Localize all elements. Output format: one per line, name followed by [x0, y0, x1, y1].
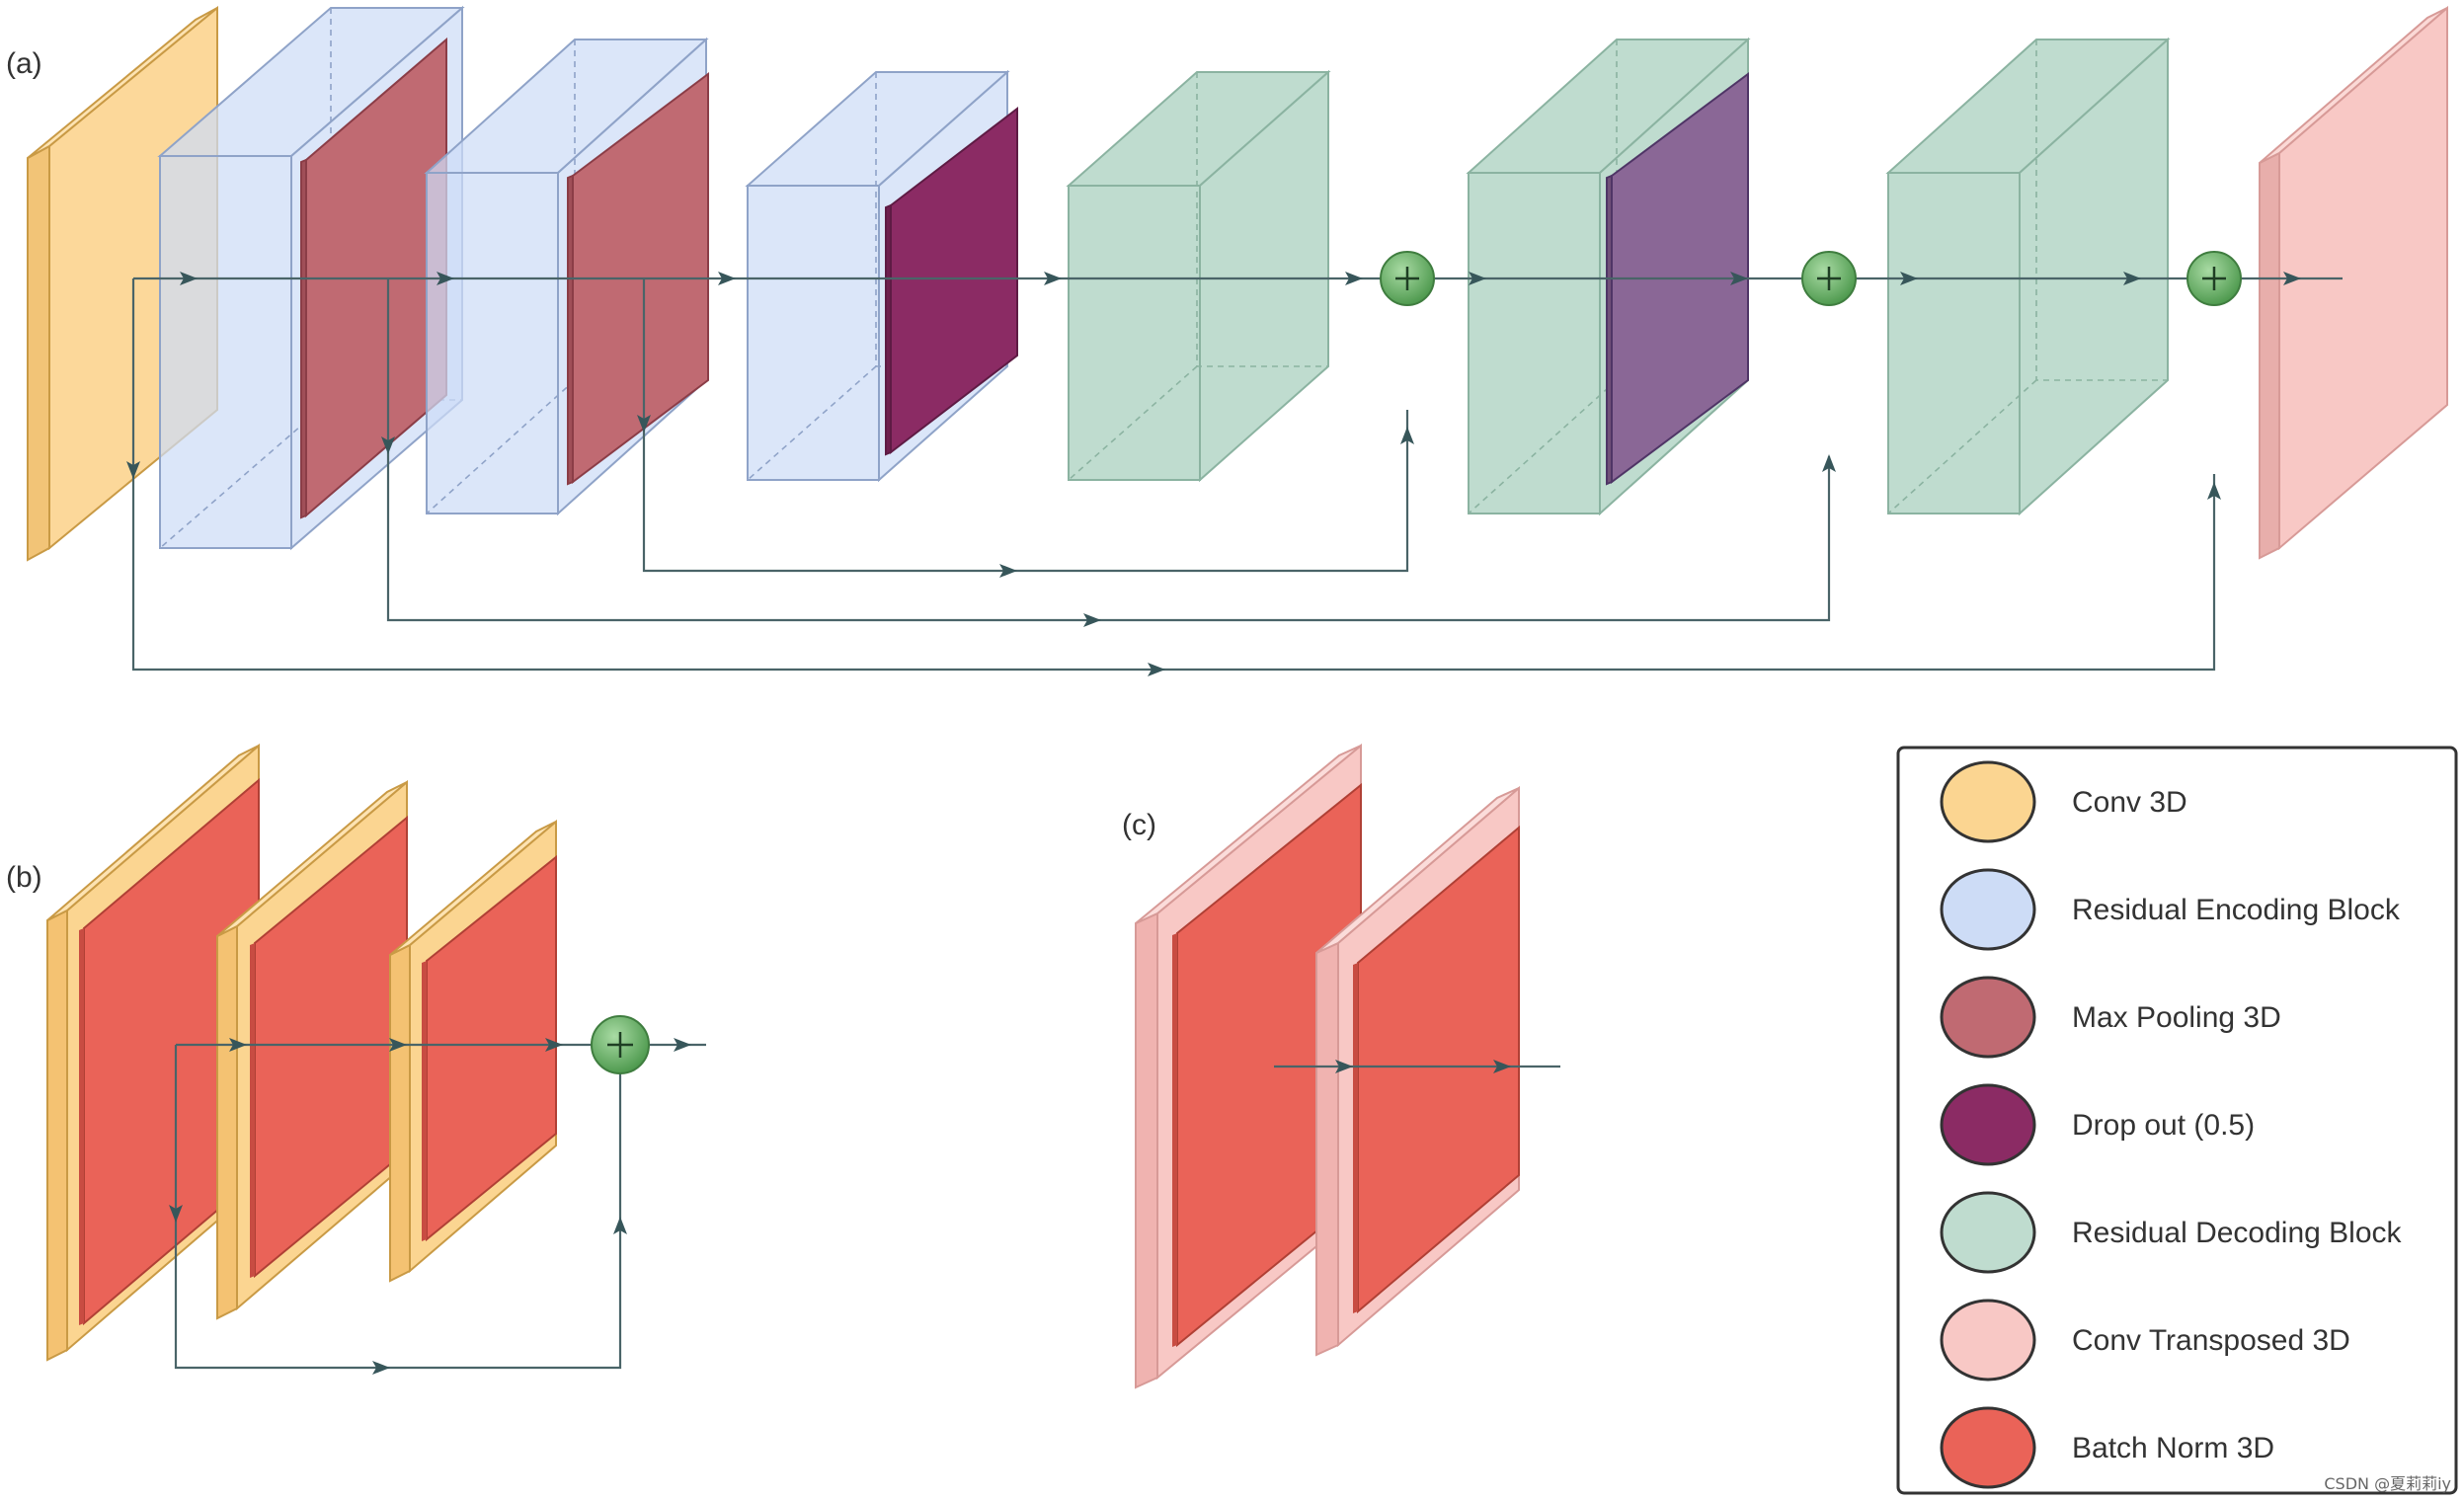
legend-label: Conv Transposed 3D — [2072, 1324, 2350, 1357]
legend-swatch — [1940, 1299, 2036, 1382]
legend-swatch — [1940, 868, 2036, 951]
legend-item-residual-encoding-block: Residual Encoding Block — [1940, 868, 2401, 951]
residual-decoding-block-3 — [1885, 37, 2171, 516]
sum-node-b — [591, 1015, 650, 1074]
legend-item-batch-norm-3d: Batch Norm 3D — [1940, 1406, 2274, 1489]
legend-label: Batch Norm 3D — [2072, 1432, 2274, 1464]
flow-arrow — [1044, 272, 1062, 285]
legend-swatch — [1940, 1191, 2036, 1274]
residual-unit-slab-3 — [389, 819, 557, 1283]
panel-c-flow — [1274, 1060, 1560, 1073]
flow-arrow — [1345, 272, 1363, 285]
skip-connection-2 — [381, 278, 1836, 627]
panel-c: (c) — [1122, 743, 1560, 1389]
legend-label: Conv 3D — [2072, 786, 2187, 819]
residual-decoding-block-1 — [1066, 69, 1331, 483]
flow-arrow — [1469, 272, 1486, 285]
skip-connection-3 — [126, 278, 2221, 676]
legend-item-conv-3d: Conv 3D — [1940, 760, 2187, 843]
main-flow-path — [133, 272, 2343, 285]
flow-arrow — [437, 272, 454, 285]
legend-item-drop-out-0-5: Drop out (0.5) — [1940, 1083, 2255, 1166]
legend-item-conv-transposed-3d: Conv Transposed 3D — [1940, 1299, 2350, 1382]
panel-c-label: (c) — [1122, 809, 1156, 841]
residual-unit-slab-1 — [46, 743, 260, 1362]
skip-connection-1 — [637, 278, 1414, 578]
conv-transposed-layer-output — [2259, 5, 2448, 560]
dropout-layer — [885, 106, 1018, 456]
flow-arrow — [1730, 272, 1748, 285]
panel-b: (b) — [6, 743, 706, 1375]
sum-node-2 — [1801, 251, 1857, 306]
legend-label: Residual Decoding Block — [2072, 1217, 2403, 1249]
legend-swatch — [1940, 976, 2036, 1059]
legend-label: Max Pooling 3D — [2072, 1001, 2281, 1034]
flow-arrow — [2123, 272, 2141, 285]
panel-a-label: (a) — [6, 47, 42, 80]
flow-arrow — [180, 272, 198, 285]
legend-item-max-pooling-3d: Max Pooling 3D — [1940, 976, 2281, 1059]
legend-item-residual-decoding-block: Residual Decoding Block — [1940, 1191, 2403, 1274]
legend-swatch — [1940, 760, 2036, 843]
transposed-unit-slab-1 — [1135, 743, 1362, 1389]
panel-b-label: (b) — [6, 861, 42, 894]
flow-arrow — [718, 272, 736, 285]
sum-node-1 — [1380, 251, 1435, 306]
legend-label: Residual Encoding Block — [2072, 894, 2401, 926]
panel-a: (a) — [6, 5, 2448, 676]
legend-swatch — [1940, 1083, 2036, 1166]
legend-label: Drop out (0.5) — [2072, 1109, 2255, 1142]
watermark: CSDN @夏莉莉iy — [2324, 1474, 2451, 1493]
flow-arrow — [1900, 272, 1918, 285]
sum-node-3 — [2186, 251, 2242, 306]
flow-arrow — [2283, 272, 2301, 285]
legend-swatch — [1940, 1406, 2036, 1489]
legend-box — [1896, 746, 2458, 1495]
